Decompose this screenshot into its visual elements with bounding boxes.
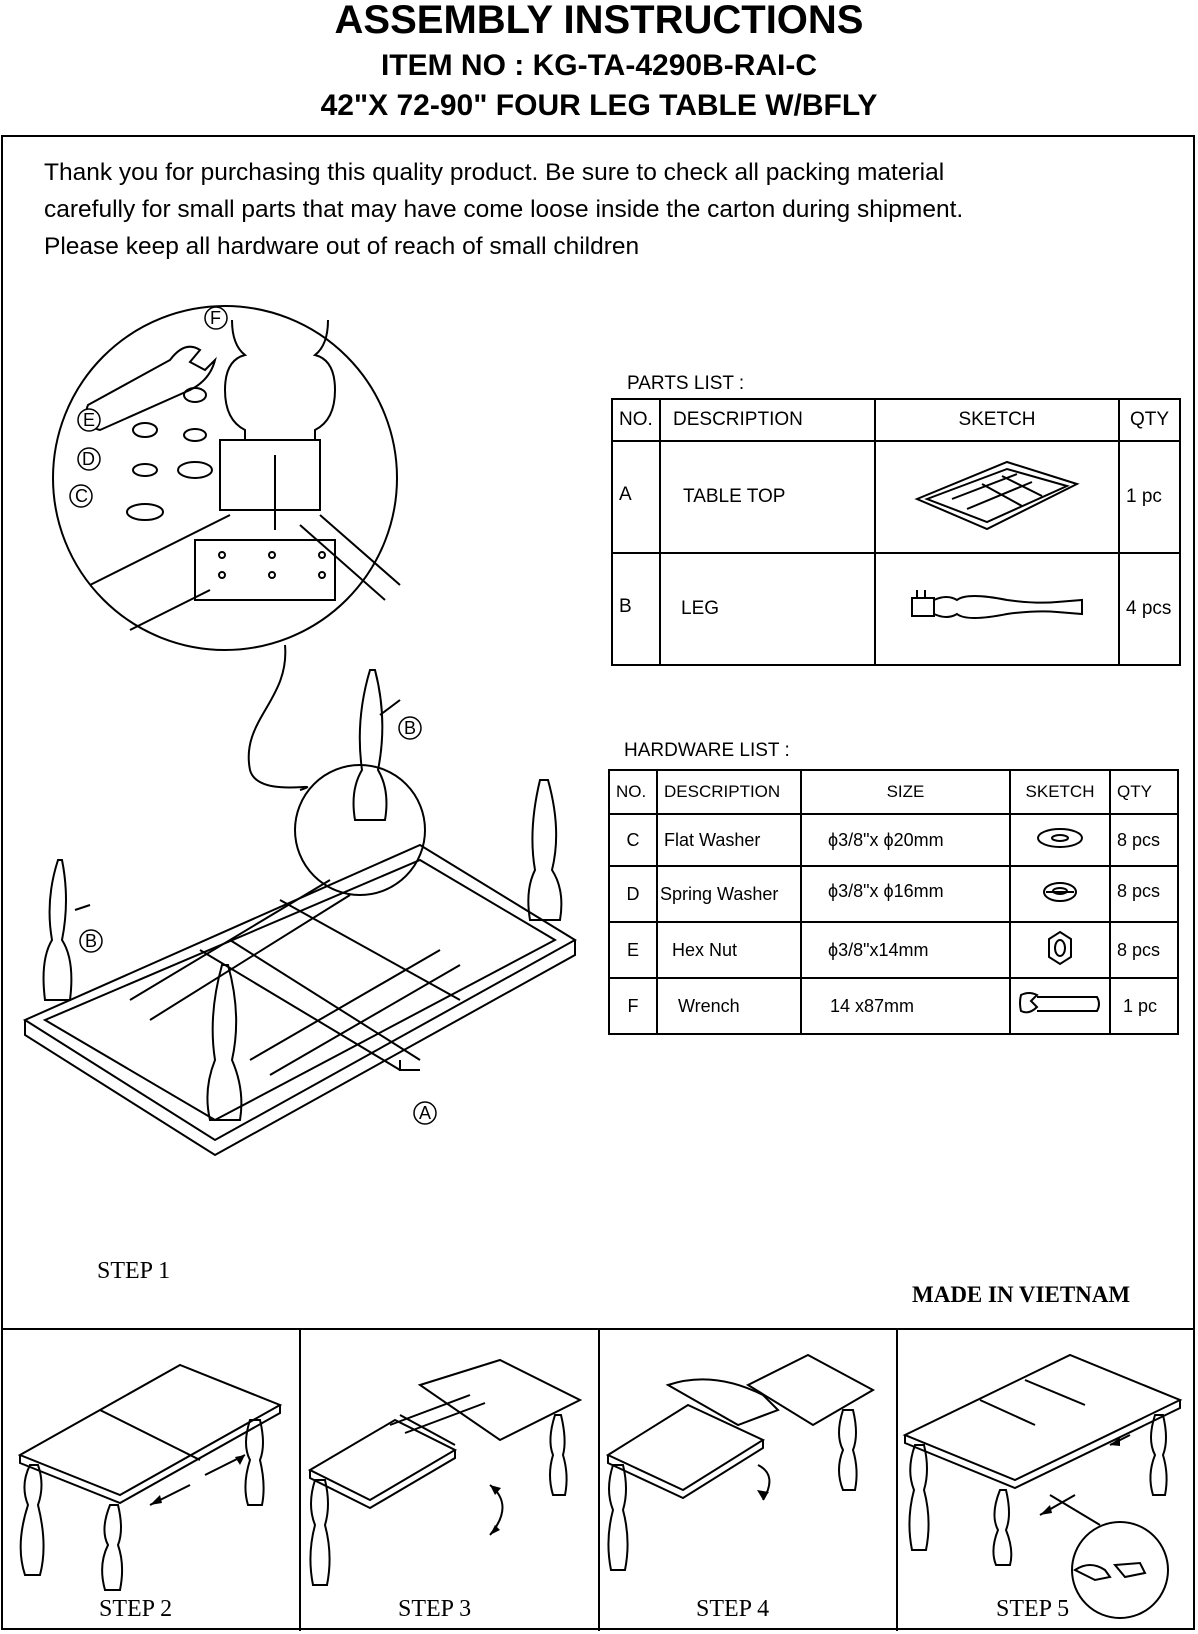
part-no: A: [611, 440, 661, 554]
hardware-description: Hex Nut: [656, 921, 802, 979]
item-number: ITEM NO : KG-TA-4290B-RAI-C: [380, 49, 818, 82]
hardware-no: D: [608, 865, 658, 923]
leg-drawing: [42, 859, 73, 1001]
col-header-description: DESCRIPTION: [659, 398, 876, 442]
hardware-size: ϕ3/8"x ϕ20mm: [800, 813, 1011, 867]
hardware-no: F: [608, 977, 658, 1035]
part-qty: 4 pcs: [1118, 552, 1181, 666]
col-header-sketch: SKETCH: [1009, 769, 1111, 815]
document-title: ASSEMBLY INSTRUCTIONS: [334, 0, 864, 42]
step-column-divider: [598, 1329, 600, 1631]
intro-text: Thank you for purchasing this quality pr…: [44, 154, 1164, 265]
hardware-size: ϕ3/8"x ϕ16mm: [800, 865, 1011, 923]
product-name: 42"X 72-90" FOUR LEG TABLE W/BFLY: [320, 89, 878, 122]
col-header-size: SIZE: [800, 769, 1011, 815]
table-row: B LEG 4 pcs: [611, 552, 1181, 666]
hardware-no: C: [608, 813, 658, 867]
step-3-label: STEP 3: [398, 1596, 472, 1622]
hardware-qty: 8 pcs: [1109, 921, 1179, 979]
step-1-label: STEP 1: [97, 1258, 171, 1284]
callout-e: E: [83, 410, 95, 430]
hardware-list-title: HARDWARE LIST :: [624, 740, 790, 761]
step3-drawing: [307, 1358, 583, 1586]
part-description: TABLE TOP: [659, 440, 876, 554]
step5-drawing: [902, 1353, 1183, 1619]
col-header-description: DESCRIPTION: [656, 769, 802, 815]
wrench-icon: [1009, 977, 1111, 1035]
hardware-qty: 8 pcs: [1109, 865, 1179, 923]
step-4-label: STEP 4: [696, 1596, 770, 1622]
intro-line: Thank you for purchasing this quality pr…: [44, 159, 945, 186]
step4-drawing: [605, 1353, 876, 1571]
step-column-divider: [299, 1329, 301, 1631]
step-5-label: STEP 5: [996, 1596, 1070, 1622]
parts-list-table: NO. DESCRIPTION SKETCH QTY A TABLE TOP 1…: [611, 398, 1181, 666]
hardware-size: ϕ3/8"x14mm: [800, 921, 1011, 979]
table-row: C Flat Washer ϕ3/8"x ϕ20mm 8 pcs: [608, 813, 1179, 867]
col-header-qty: QTY: [1118, 398, 1181, 442]
step-column-divider: [896, 1329, 898, 1631]
parts-list-title: PARTS LIST :: [627, 373, 745, 394]
part-description: LEG: [659, 552, 876, 666]
table-top-icon: [874, 440, 1120, 554]
step2-drawing: [17, 1363, 283, 1591]
table-row: E Hex Nut ϕ3/8"x14mm 8 pcs: [608, 921, 1179, 979]
table-row: D Spring Washer ϕ3/8"x ϕ16mm 8 pcs: [608, 865, 1179, 923]
callout-c: C: [75, 486, 88, 506]
flat-washer-icon: [1009, 813, 1111, 867]
hardware-description: Flat Washer: [656, 813, 802, 867]
part-no: B: [611, 552, 661, 666]
hardware-size: 14 x87mm: [800, 977, 1011, 1035]
step-2-label: STEP 2: [99, 1596, 173, 1622]
col-header-qty: QTY: [1109, 769, 1179, 815]
table-row: A TABLE TOP 1 pc: [611, 440, 1181, 554]
col-header-sketch: SKETCH: [874, 398, 1120, 442]
hardware-list-table: NO. DESCRIPTION SIZE SKETCH QTY C Flat W…: [608, 769, 1179, 1035]
callout-f: F: [210, 308, 221, 328]
hardware-description: Spring Washer: [656, 865, 802, 923]
col-header-no: NO.: [608, 769, 658, 815]
table-row: F Wrench 14 x87mm 1 pc: [608, 977, 1179, 1035]
hardware-description: Wrench: [656, 977, 802, 1035]
hardware-no: E: [608, 921, 658, 979]
intro-line: carefully for small parts that may have …: [44, 196, 964, 223]
callout-a: A: [419, 1103, 431, 1123]
leg-icon: [874, 552, 1120, 666]
col-header-no: NO.: [611, 398, 661, 442]
made-in-label: MADE IN VIETNAM: [912, 1282, 1131, 1307]
step1-assembly-drawing: F E D C B B A: [22, 305, 577, 1157]
hardware-qty: 8 pcs: [1109, 813, 1179, 867]
callout-d: D: [82, 449, 95, 469]
detail-circle: [52, 305, 398, 651]
hex-nut-icon: [1009, 921, 1111, 979]
part-qty: 1 pc: [1118, 440, 1181, 554]
intro-line: Please keep all hardware out of reach of…: [44, 233, 640, 260]
hardware-qty: 1 pc: [1109, 977, 1179, 1035]
callout-b: B: [85, 931, 97, 951]
spring-washer-icon: [1009, 865, 1111, 923]
callout-b: B: [404, 718, 416, 738]
